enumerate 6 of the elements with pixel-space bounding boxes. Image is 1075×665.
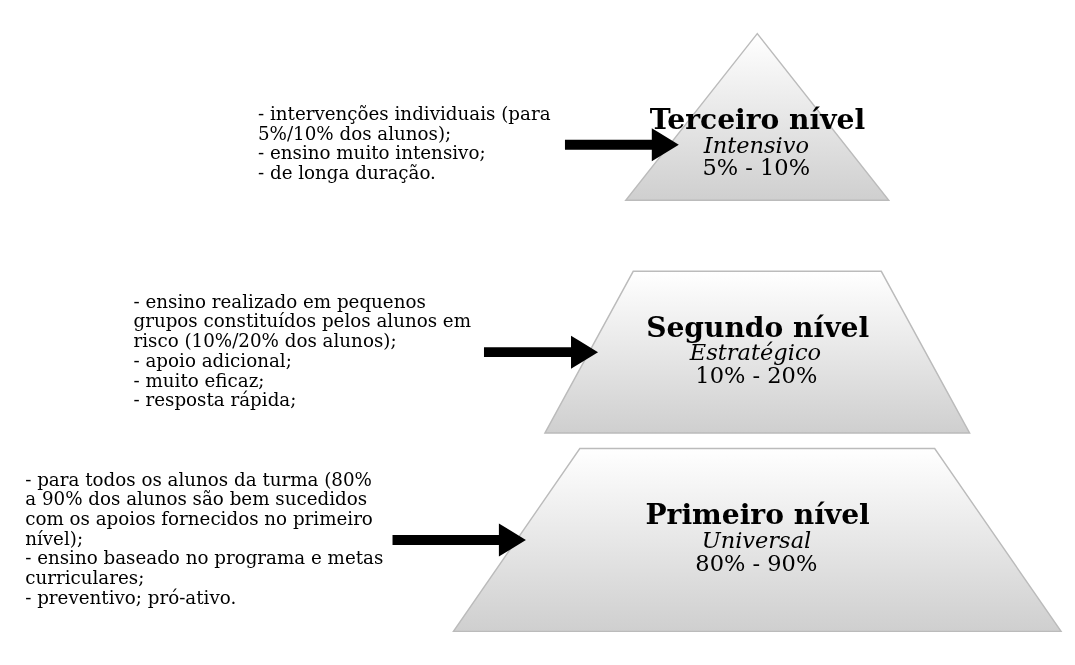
arrow bbox=[564, 128, 679, 162]
node-text: - intervenções individuais (para 5%/10% dos alunos); - ensino muito intensivo; - de longa duração. bbox=[257, 102, 551, 184]
arrow bbox=[484, 335, 599, 369]
node-text: - ensino realizado em pequenos grupos constituídos pelos alunos em risco (10%/20% dos alunos); - apoio adicional; - muito eficaz; - resposta rápida; bbox=[133, 290, 472, 411]
arrow bbox=[392, 523, 526, 557]
node-text: - para todos os alunos da turma (80% a 90% dos alunos são bem sucedidos com os apoios fornecidos no primeiro nível); - ensino baseado no programa e metas curriculares; - preventivo; pró-ativo. bbox=[25, 468, 384, 608]
